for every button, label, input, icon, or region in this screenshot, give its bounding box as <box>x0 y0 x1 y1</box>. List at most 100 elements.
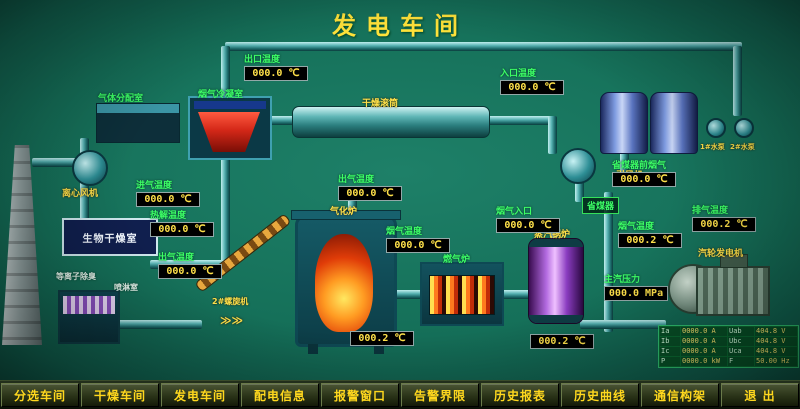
screw-conveyor-label: 2#螺旋机 <box>212 297 249 306</box>
pump-2 <box>734 118 754 138</box>
readout-value: 000.0 ℃ <box>244 66 308 81</box>
readout-value: 000.2 ℃ <box>350 331 414 346</box>
table-cell: Ib <box>660 337 680 346</box>
readout-outlet-temp: 出口温度 000.0 ℃ <box>244 52 308 81</box>
condenser-unit <box>188 96 272 160</box>
gas-distribution-label: 气体分配室 <box>98 94 144 104</box>
readout-econ-inlet: 省煤器前烟气 000.0 ℃ <box>612 158 676 187</box>
readout-gasifier-out: 出气温度 000.0 ℃ <box>338 172 402 201</box>
readout-gasifier-bottom: 000.2 ℃ <box>350 331 414 346</box>
menu-history-report[interactable]: 历史报表 <box>481 383 559 407</box>
table-cell: Uab <box>728 327 754 336</box>
menu-drying-workshop[interactable]: 干燥车间 <box>81 383 159 407</box>
menu-history-curve[interactable]: 历史曲线 <box>561 383 639 407</box>
pipe-condenser-down <box>221 152 230 264</box>
readout-label: 出气温度 <box>158 253 195 263</box>
gasifier-leg-left <box>308 344 318 354</box>
gas-furnace-unit <box>420 262 504 326</box>
plasma-label: 等离子除臭 <box>56 272 96 281</box>
readout-label: 入口温度 <box>500 69 537 79</box>
pipe-to-idfan <box>548 116 557 154</box>
pipe-spray-conveyor <box>110 320 202 329</box>
readout-label: 进气温度 <box>136 181 173 191</box>
table-cell: 404.8 V <box>755 337 797 346</box>
readout-pyrolysis-temp: 热解温度 000.0 ℃ <box>150 208 214 237</box>
table-cell: Ia <box>660 327 680 336</box>
centrifugal-fan-unit <box>72 150 108 186</box>
menu-alarm-window[interactable]: 报警窗口 <box>321 383 399 407</box>
table-cell: P <box>660 357 680 366</box>
table-cell: 0000.0 A <box>681 337 727 346</box>
readout-value: 000.0 MPa <box>604 286 668 301</box>
conveyor-arrows-icon: ≫≫ <box>220 314 244 327</box>
boiler-bottom-cap <box>529 315 583 323</box>
condenser-label: 烟气冷凝室 <box>198 90 244 100</box>
tank-2 <box>650 92 698 154</box>
readout-boiler-bottom: 000.2 ℃ <box>530 334 594 349</box>
menu-comm-framework[interactable]: 通信构架 <box>641 383 719 407</box>
gas-distribution-unit <box>96 103 180 143</box>
pipe-right-drop <box>733 46 742 116</box>
bottom-menu: 分选车间 干燥车间 发电车间 配电信息 报警窗口 告警界限 历史报表 历史曲线 … <box>0 380 800 409</box>
menu-distribution-info[interactable]: 配电信息 <box>241 383 319 407</box>
table-cell: 0000.0 A <box>681 327 727 336</box>
readout-label: 出口温度 <box>244 55 281 65</box>
table-cell: 404.8 V <box>755 347 797 356</box>
readout-value: 000.0 ℃ <box>496 218 560 233</box>
table-cell: Ic <box>660 347 680 356</box>
readout-fluegas-mid: 烟气温度 000.0 ℃ <box>386 224 450 253</box>
menu-exit[interactable]: 退 出 <box>721 383 799 407</box>
induced-fan-unit <box>560 148 596 184</box>
plasma-cells <box>63 296 115 314</box>
turbine-generator-unit <box>668 254 770 318</box>
readout-steam-pressure: 主汽压力 000.0 MPa <box>604 272 668 301</box>
readout-label: 主汽压力 <box>604 275 641 285</box>
tank-1 <box>600 92 648 154</box>
spray-room-label: 喷淋室 <box>114 283 138 292</box>
readout-label: 出气温度 <box>338 175 375 185</box>
readout-value: 000.0 ℃ <box>612 172 676 187</box>
chimney <box>2 145 42 345</box>
readout-value: 000.0 ℃ <box>150 222 214 237</box>
menu-sorting-workshop[interactable]: 分选车间 <box>1 383 79 407</box>
readout-label: 烟气温度 <box>386 227 423 237</box>
readout-label: 热解温度 <box>150 211 187 221</box>
readout-value: 000.2 ℃ <box>618 233 682 248</box>
menu-power-workshop[interactable]: 发电车间 <box>161 383 239 407</box>
generator-table: Ia 0000.0 A Uab 404.8 V Ib 0000.0 A Ubc … <box>658 325 799 368</box>
bio-drying-room-label: 生物干燥室 <box>82 233 138 245</box>
gasifier-label: 气化炉 <box>330 207 358 217</box>
steam-boiler-unit <box>528 238 584 324</box>
table-cell: Ubc <box>728 337 754 346</box>
gasifier-unit <box>291 210 401 354</box>
drying-drum-unit <box>292 106 490 138</box>
centrifugal-fan-label: 离心风机 <box>62 189 99 199</box>
readout-value: 000.2 ℃ <box>530 334 594 349</box>
condenser-top-strip <box>194 101 266 109</box>
drying-drum-label: 干燥滚筒 <box>362 99 399 109</box>
readout-outgas-left: 出气温度 000.0 ℃ <box>158 250 222 279</box>
readout-exhaust-temp: 排气温度 000.2 ℃ <box>692 203 756 232</box>
table-cell: F <box>728 357 754 366</box>
readout-label: 烟气温度 <box>618 222 655 232</box>
condenser-core <box>198 112 260 152</box>
readout-value: 000.0 ℃ <box>158 264 222 279</box>
gas-furnace-label: 燃气炉 <box>443 255 471 265</box>
turbine-generator-label: 汽轮发电机 <box>698 249 744 259</box>
turbine-body <box>696 266 770 316</box>
boiler-top-cap <box>529 239 583 247</box>
readout-value: 000.0 ℃ <box>136 192 200 207</box>
pipe-top-run <box>225 42 742 51</box>
plasma-spray-unit <box>58 290 120 344</box>
table-cell: 0000.0 A <box>681 347 727 356</box>
pump-1-label: 1#水泵 <box>700 143 725 151</box>
economizer-label: 省煤器 <box>582 197 620 214</box>
table-cell: Uca <box>728 347 754 356</box>
table-cell: 404.8 V <box>755 327 797 336</box>
readout-label: 排气温度 <box>692 206 729 216</box>
menu-alarm-limits[interactable]: 告警界限 <box>401 383 479 407</box>
readout-inlet-temp: 入口温度 000.0 ℃ <box>500 66 564 95</box>
bio-drying-room-unit: 生物干燥室 <box>62 218 158 256</box>
pipe-drum-out <box>486 116 556 125</box>
